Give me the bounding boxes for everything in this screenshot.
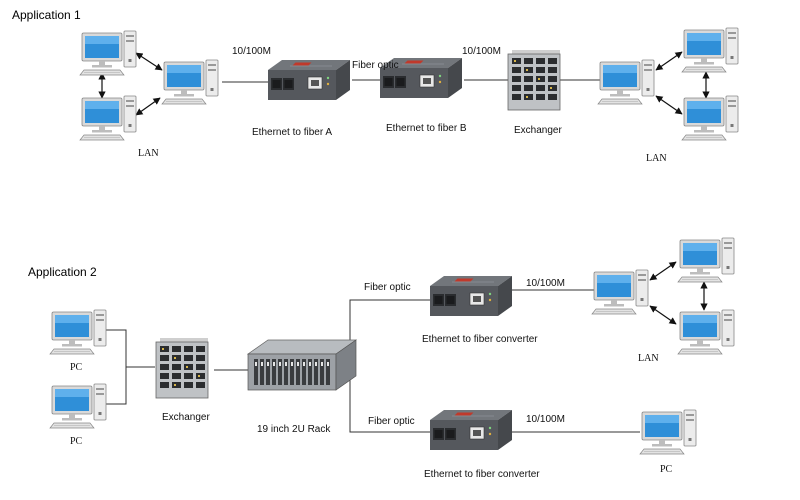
pc-icon (49, 309, 107, 355)
app1-exchanger-label: Exchanger (514, 125, 562, 136)
pc-icon (591, 269, 649, 315)
pc-icon (79, 30, 137, 76)
converter-bottom-label: Ethernet to fiber converter (424, 469, 540, 480)
media-converter-icon (267, 59, 351, 101)
app2-pc-bottom-label: PC (70, 436, 83, 447)
app2-fiber-bottom-label: Fiber optic (368, 416, 415, 427)
app1-left-arrows (98, 52, 163, 116)
app1-links (222, 79, 600, 83)
pc-icon (677, 309, 735, 355)
app2-pc-right-label: PC (660, 464, 673, 475)
switch-icon (155, 337, 209, 399)
app2-speed-bottom: 10/100M (526, 414, 565, 425)
application-2-title: Application 2 (28, 265, 97, 279)
converter-a-label: Ethernet to fiber A (252, 127, 332, 138)
converter-b-label: Ethernet to fiber B (386, 123, 467, 134)
converter-top-label: Ethernet to fiber converter (422, 334, 538, 345)
pc-icon (681, 95, 739, 141)
app2-lan-label: LAN (638, 353, 659, 364)
app2-exchanger-label: Exchanger (162, 412, 210, 423)
app1-lan-left-label: LAN (138, 148, 159, 159)
app1-speed-right: 10/100M (462, 46, 501, 57)
pc-icon (79, 95, 137, 141)
pc-icon (597, 59, 655, 105)
app1-lan-right-label: LAN (646, 153, 667, 164)
pc-icon (639, 409, 697, 455)
media-converter-icon (429, 275, 513, 317)
rack-label: 19 inch 2U Rack (257, 424, 331, 435)
pc-icon (161, 59, 219, 105)
app1-fiber-label: Fiber optic (352, 60, 399, 71)
media-converter-icon (429, 409, 513, 451)
app2-lan-arrows (649, 261, 708, 325)
application-1-title: Application 1 (12, 8, 81, 22)
app2-fiber-top-label: Fiber optic (364, 282, 411, 293)
app1-speed-left: 10/100M (232, 46, 271, 57)
pc-icon (681, 27, 739, 73)
pc-icon (49, 383, 107, 429)
app1-right-arrows (655, 51, 710, 115)
pc-icon (677, 237, 735, 283)
app2-speed-top: 10/100M (526, 278, 565, 289)
rack-chassis-icon (247, 339, 357, 391)
app2-pc-top-label: PC (70, 362, 83, 373)
switch-icon (507, 49, 561, 111)
